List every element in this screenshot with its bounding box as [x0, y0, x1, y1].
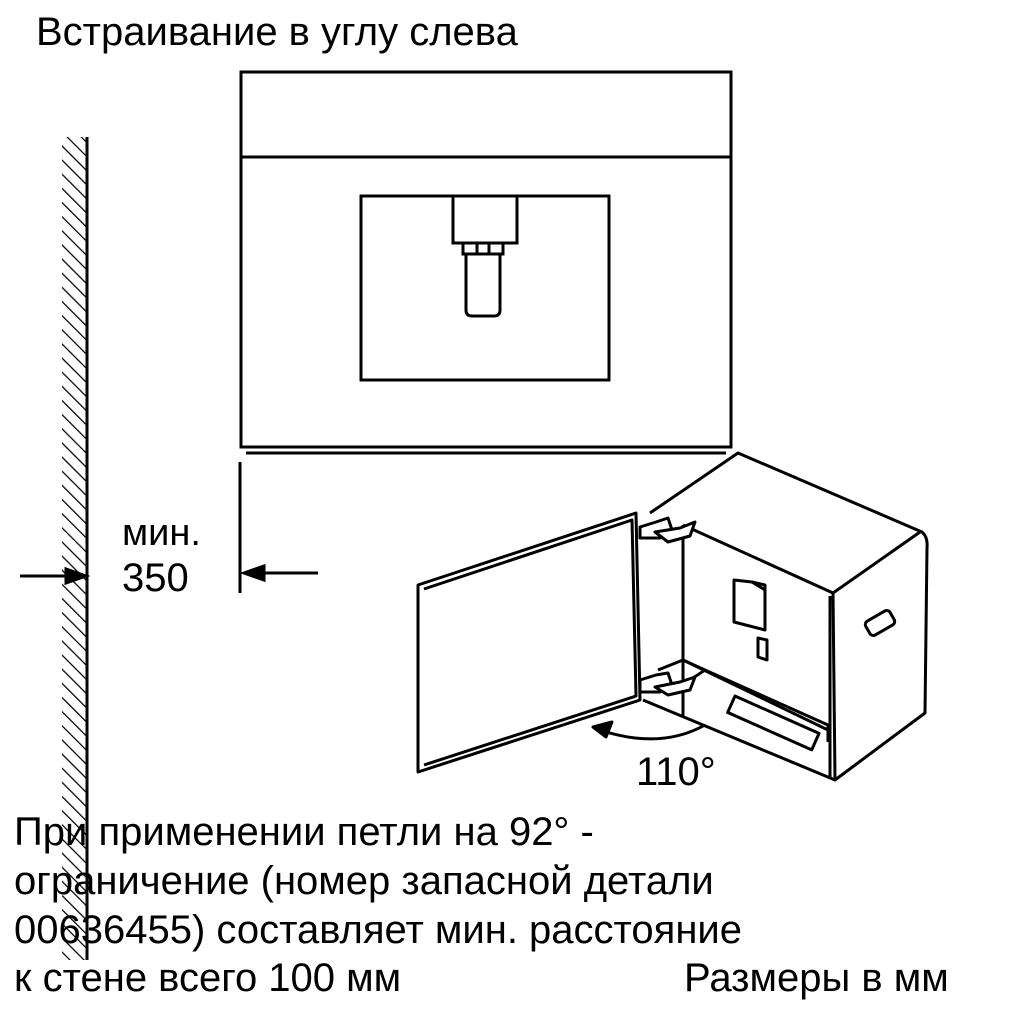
note-line-4: к стене всего 100 мм	[14, 956, 402, 1000]
dimension-value: 350	[122, 556, 189, 600]
note-line-1: При применении петли на 92° -	[14, 810, 594, 854]
note-line-3: 00636455) составляет мин. расстояние	[14, 908, 743, 952]
dimension-min-350	[20, 462, 318, 593]
diagram-title: Встраивание в углу слева	[36, 10, 518, 54]
door-angle-label: 110°	[636, 750, 716, 794]
note-line-2: ограничение (номер запасной детали	[14, 859, 714, 903]
appliance-front-view	[239, 70, 733, 455]
units-label: Размеры в мм	[684, 956, 949, 1000]
wall	[62, 137, 89, 960]
appliance-open-door-view	[416, 451, 929, 782]
dimension-label: мин.	[122, 512, 201, 554]
